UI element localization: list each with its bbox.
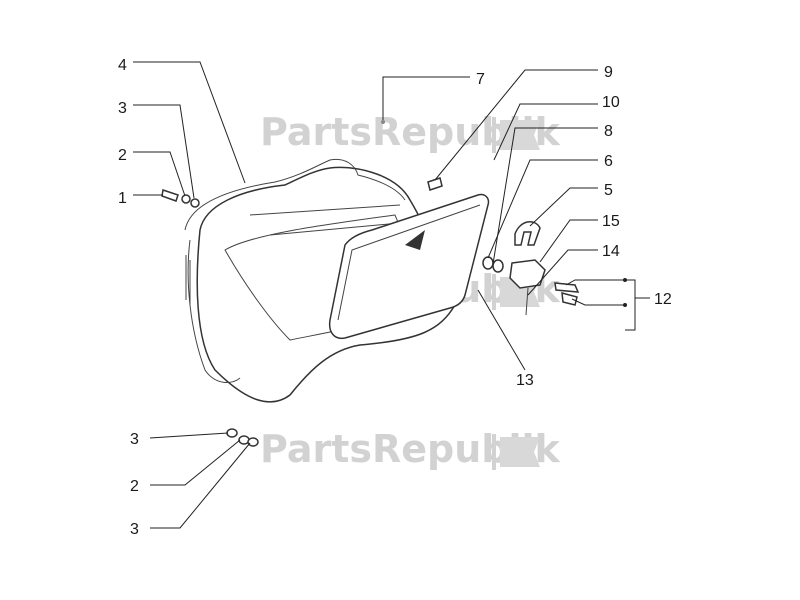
watermark-bar	[492, 274, 496, 310]
callout-15: 15	[602, 213, 620, 230]
callout-9: 9	[604, 64, 613, 81]
washer-2	[181, 194, 191, 204]
callout-3-lower: 3	[130, 431, 139, 448]
washer-6	[482, 256, 494, 270]
callout-10: 10	[602, 94, 620, 111]
key-set-12	[554, 282, 580, 306]
watermark-bottom: PartsRepublik	[260, 427, 561, 471]
callout-13: 13	[516, 372, 534, 389]
callout-3-bottom: 3	[130, 521, 139, 538]
callout-2-lower: 2	[130, 478, 139, 495]
callout-1: 1	[118, 190, 127, 207]
glovebox-lid	[328, 193, 490, 340]
latch-5	[514, 221, 541, 246]
callout-5: 5	[604, 182, 613, 199]
marker-dot	[623, 303, 627, 307]
nut-3-lower-b	[247, 437, 259, 447]
screw-1	[161, 189, 179, 202]
callout-8: 8	[604, 123, 613, 140]
watermark-top: PartsRepublik	[260, 110, 561, 154]
marker-dot	[381, 120, 385, 124]
callout-labels: 4 3 2 1 7 9 10 8 6 5 15 14 12 13 3 2 3	[118, 57, 672, 538]
watermark-bar	[492, 117, 496, 153]
marker-dot	[623, 278, 627, 282]
callout-14: 14	[602, 243, 620, 260]
nut-3-lower	[226, 428, 238, 438]
nut-3	[190, 198, 200, 208]
lid-emblem-icon	[405, 230, 425, 250]
callout-2-upper: 2	[118, 147, 127, 164]
nut-8	[492, 259, 504, 273]
watermark-bar	[492, 434, 496, 470]
watermark-flag-icon	[500, 437, 540, 467]
callout-3-upper: 3	[118, 100, 127, 117]
leader-lines	[133, 61, 650, 529]
callout-7: 7	[476, 71, 485, 88]
lock-body-15	[509, 259, 546, 289]
seal-gasket	[184, 158, 406, 383]
callout-6: 6	[604, 153, 613, 170]
callout-12: 12	[654, 291, 672, 308]
lock-rod-14	[525, 287, 529, 316]
callout-4: 4	[118, 57, 127, 74]
